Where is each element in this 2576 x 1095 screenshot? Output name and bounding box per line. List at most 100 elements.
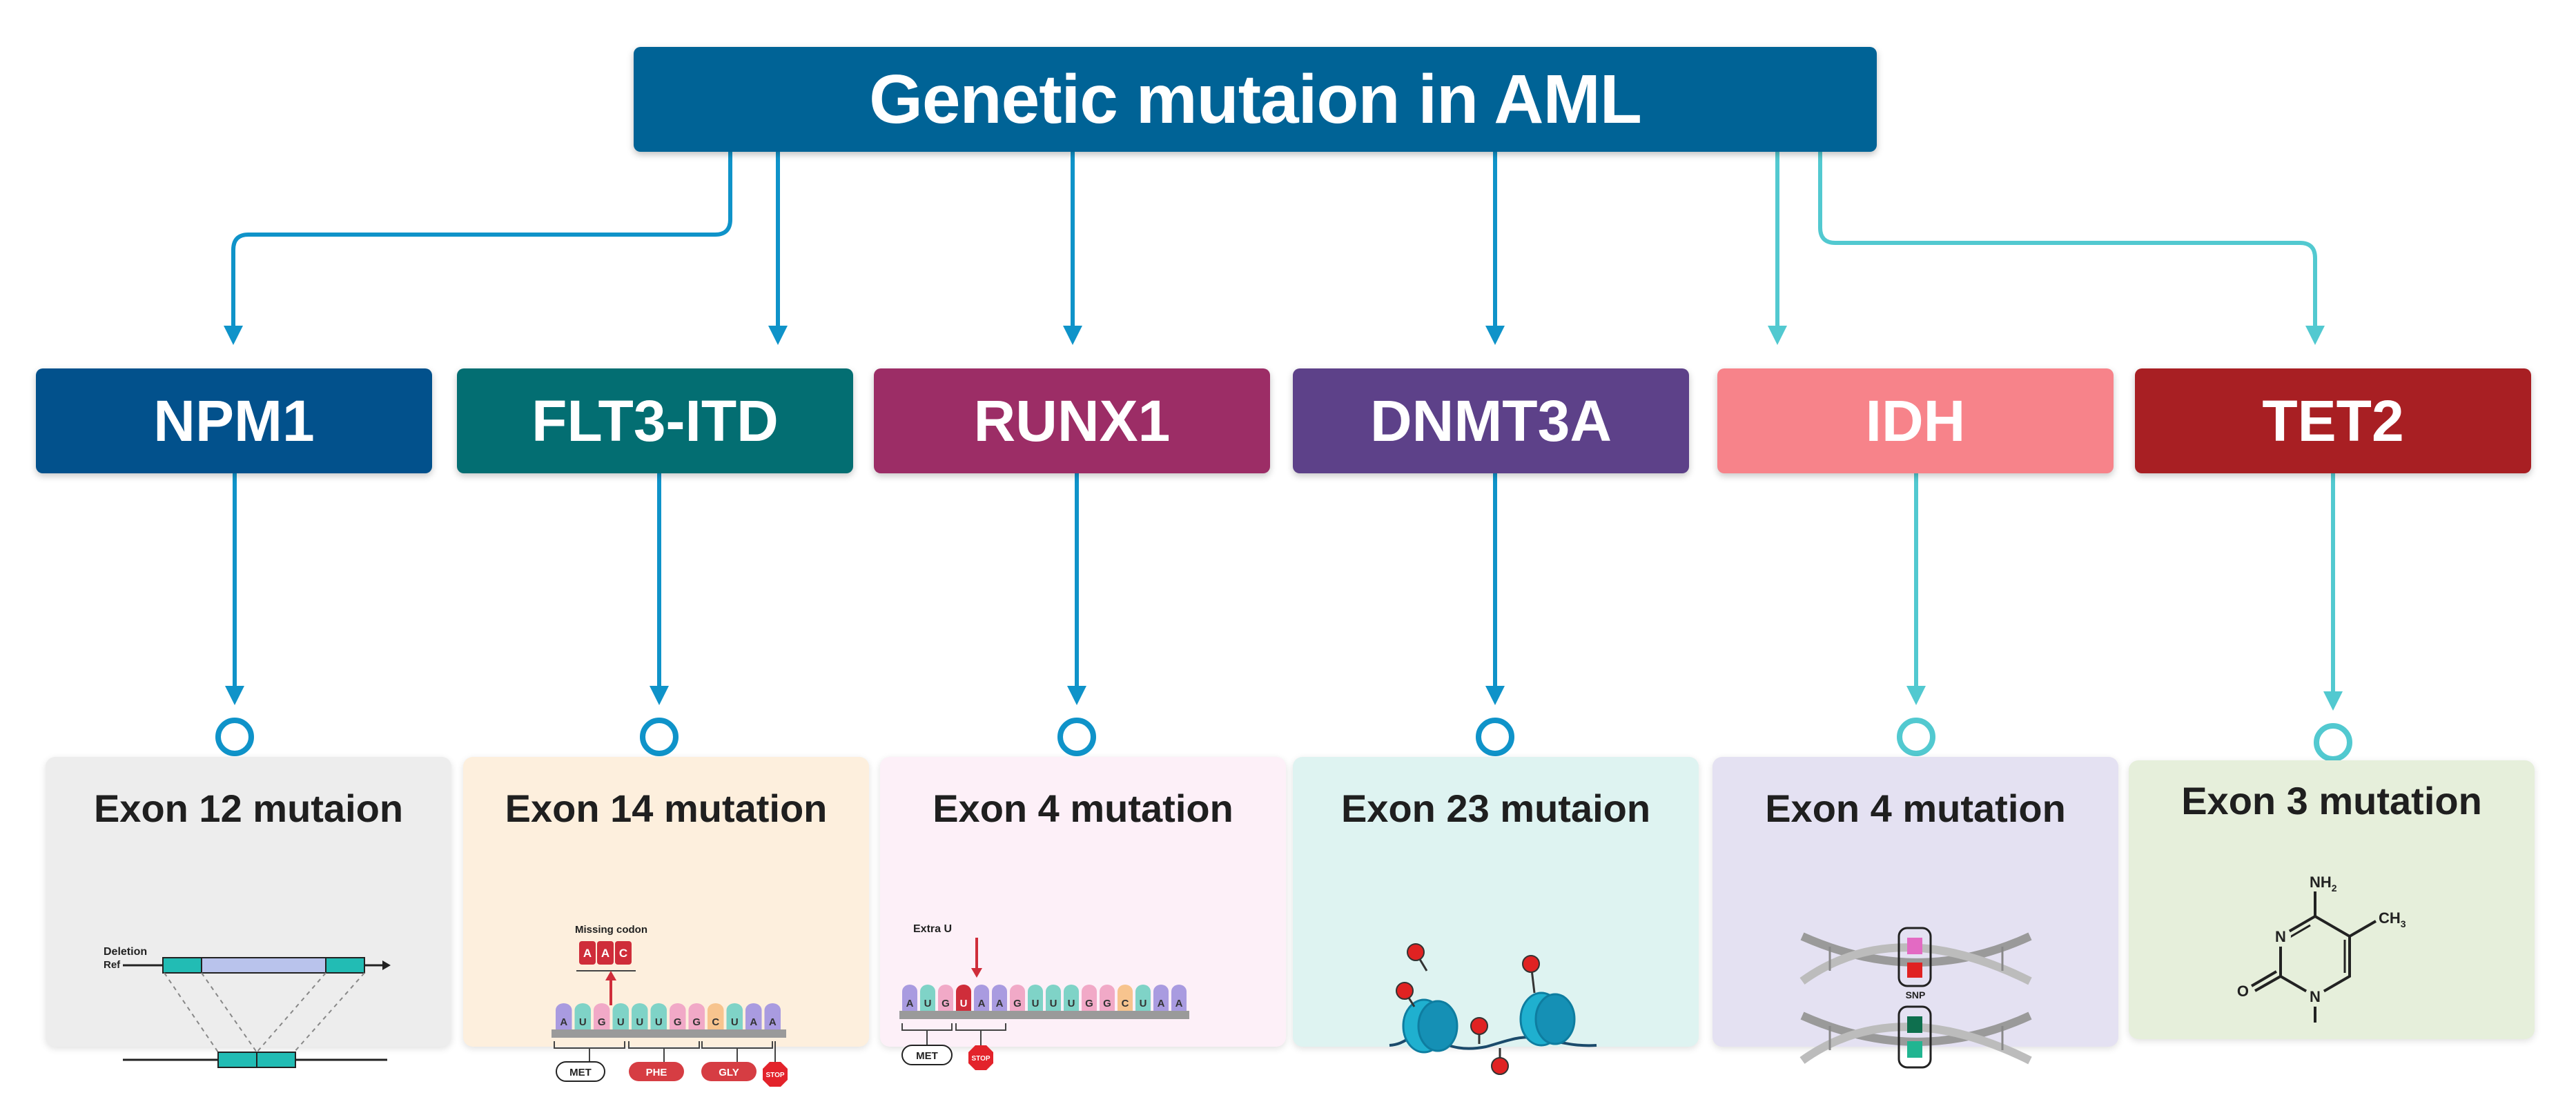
svg-text:C: C	[619, 947, 627, 960]
methylation-illustration	[1389, 943, 1597, 1075]
snp-illustration: SNP	[1799, 927, 2032, 1069]
nucleotide-letter: G	[692, 1016, 701, 1028]
nucleotide-letter: A	[769, 1016, 777, 1028]
n3-atom: N	[2275, 928, 2286, 945]
deletion-illustration: Deletion Ref	[104, 946, 391, 1068]
nucleotide-letter: U	[579, 1016, 587, 1028]
svg-text:PHE: PHE	[646, 1067, 667, 1078]
ref-label: Ref	[104, 959, 121, 971]
nucleotide	[1153, 985, 1169, 1011]
panel-title: Exon 4 mutation	[1765, 787, 2066, 830]
arrow-head	[2305, 326, 2325, 345]
nucleotide	[1046, 985, 1061, 1011]
nucleotide-letter: A	[978, 998, 986, 1009]
nucleotide-letter: U	[617, 1016, 625, 1028]
gene-box-runx1: RUNX1	[874, 368, 1270, 473]
connector	[1818, 152, 2317, 326]
arrow-head	[1906, 686, 1926, 705]
connector-node	[215, 718, 254, 756]
nucleotide-letter: U	[924, 998, 932, 1009]
nucleotide	[992, 985, 1007, 1011]
nucleotide-letter: U	[1140, 998, 1147, 1009]
nucleotide-letter: C	[1122, 998, 1129, 1009]
amino-group-label: NH2	[2310, 874, 2337, 894]
methyl-group-label: CH3	[2379, 909, 2406, 929]
nucleotide-letter: U	[960, 998, 968, 1009]
arrow-head	[225, 686, 244, 705]
svg-text:A: A	[601, 947, 609, 960]
nucleotide	[1171, 985, 1187, 1011]
gene-box-npm1: NPM1	[36, 368, 432, 473]
nucleotide	[920, 985, 935, 1011]
nucleotide	[956, 985, 971, 1011]
oxygen-atom: O	[2237, 983, 2249, 1000]
panel-tet2-exon3: Exon 3 mutation N N O NH2 CH3	[2129, 760, 2535, 1039]
nucleotide	[745, 1003, 762, 1029]
gene-box-flt3-itd: FLT3-ITD	[457, 368, 853, 473]
arrow-head	[1063, 326, 1082, 345]
nucleotide	[938, 985, 953, 1011]
nucleotide	[612, 1003, 629, 1029]
nucleotide-letter: G	[941, 998, 950, 1009]
svg-text:GLY: GLY	[719, 1067, 739, 1078]
nucleotide	[1010, 985, 1025, 1011]
nucleotide	[764, 1003, 781, 1029]
nucleotide	[708, 1003, 724, 1029]
panel-title: Exon 14 mutation	[505, 787, 828, 830]
nucleotide-letter: G	[1085, 998, 1093, 1009]
nucleotide-letter: A	[996, 998, 1004, 1009]
connector-node	[640, 718, 679, 756]
nucleotide-letter: U	[1050, 998, 1057, 1009]
n1-atom: N	[2310, 988, 2321, 1005]
nucleotide	[650, 1003, 667, 1029]
nucleotide	[1100, 985, 1115, 1011]
nucleotide-letter: U	[655, 1016, 663, 1028]
gene-box-idh: IDH	[1717, 368, 2114, 473]
arrow-head	[1485, 326, 1505, 345]
nucleotide	[594, 1003, 610, 1029]
nucleotide-letter: G	[674, 1016, 682, 1028]
missing-codon-label: Missing codon	[575, 924, 647, 936]
arrow-head	[1067, 686, 1086, 705]
nucleotide-letter: C	[712, 1016, 719, 1028]
arrow-head	[1485, 686, 1505, 705]
svg-text:STOP: STOP	[765, 1072, 784, 1079]
deletion-label: Deletion	[104, 946, 147, 958]
panel-title: Exon 23 mutaion	[1340, 787, 1651, 830]
connector	[231, 152, 732, 326]
nucleotide-letter: A	[906, 998, 914, 1009]
panel-title: Exon 3 mutation	[2181, 779, 2482, 822]
panel-idh-exon4: Exon 4 mutation SNP	[1713, 757, 2118, 1069]
gene-box-dnmt3a: DNMT3A	[1293, 368, 1689, 473]
svg-text:A: A	[583, 947, 592, 960]
gene-box-tet2: TET2	[2135, 368, 2531, 473]
nucleotide-letter: A	[560, 1016, 567, 1028]
nucleotide	[632, 1003, 648, 1029]
arrow-head	[224, 326, 243, 345]
arrow-head	[1768, 326, 1787, 345]
nucleotide	[688, 1003, 705, 1029]
connector-node	[1057, 718, 1096, 756]
connector-node	[2314, 723, 2352, 762]
nucleotide-letter: A	[1175, 998, 1183, 1009]
svg-text:MET: MET	[916, 1050, 938, 1062]
nucleotide	[1118, 985, 1133, 1011]
connector-node	[1897, 718, 1935, 756]
nucleotide	[670, 1003, 686, 1029]
nucleotide	[726, 1003, 743, 1029]
nucleotide	[974, 985, 989, 1011]
svg-text:STOP: STOP	[971, 1055, 990, 1063]
arrow-head	[768, 326, 788, 345]
nucleotide-letter: G	[1013, 998, 1022, 1009]
nucleotide	[1028, 985, 1043, 1011]
diagram-title: Genetic mutaion in AML	[634, 47, 1877, 152]
nucleotide	[1135, 985, 1151, 1011]
connector-node	[1476, 718, 1514, 756]
panel-title: Exon 4 mutation	[933, 787, 1233, 830]
nucleotide-letter: G	[598, 1016, 606, 1028]
